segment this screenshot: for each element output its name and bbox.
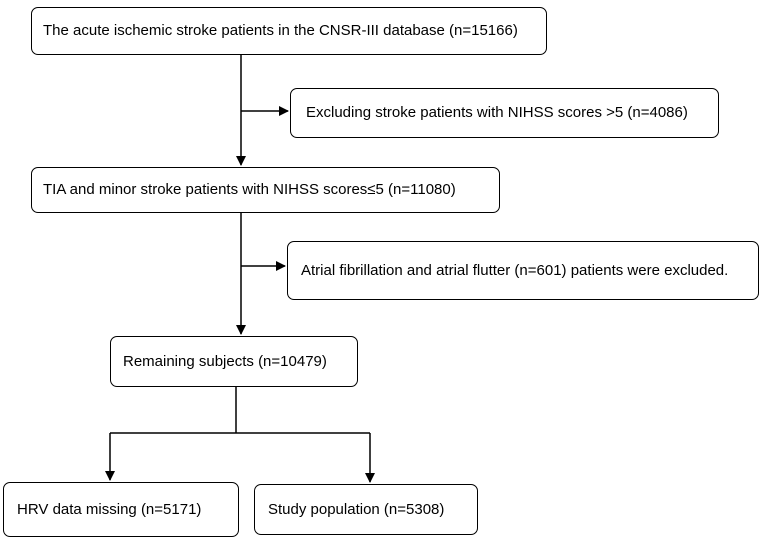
tia-minor-stroke-box: TIA and minor stroke patients with NIHSS… xyxy=(31,167,500,213)
hrv-data-missing-box: HRV data missing (n=5171) xyxy=(3,482,239,537)
exclusion-atrial-fibrillation-label: Atrial fibrillation and atrial flutter (… xyxy=(301,261,729,279)
remaining-subjects-label: Remaining subjects (n=10479) xyxy=(123,352,327,370)
hrv-data-missing-label: HRV data missing (n=5171) xyxy=(17,500,202,518)
remaining-subjects-box: Remaining subjects (n=10479) xyxy=(110,336,358,387)
source-population-label: The acute ischemic stroke patients in th… xyxy=(43,22,518,39)
study-population-box: Study population (n=5308) xyxy=(254,484,478,535)
tia-minor-stroke-label: TIA and minor stroke patients with NIHSS… xyxy=(43,181,456,198)
source-population-box: The acute ischemic stroke patients in th… xyxy=(31,7,547,55)
study-population-label: Study population (n=5308) xyxy=(268,500,445,518)
exclusion-atrial-fibrillation-box: Atrial fibrillation and atrial flutter (… xyxy=(287,241,759,300)
exclusion-nihss-box: Excluding stroke patients with NIHSS sco… xyxy=(290,88,719,138)
exclusion-nihss-label: Excluding stroke patients with NIHSS sco… xyxy=(306,104,688,121)
